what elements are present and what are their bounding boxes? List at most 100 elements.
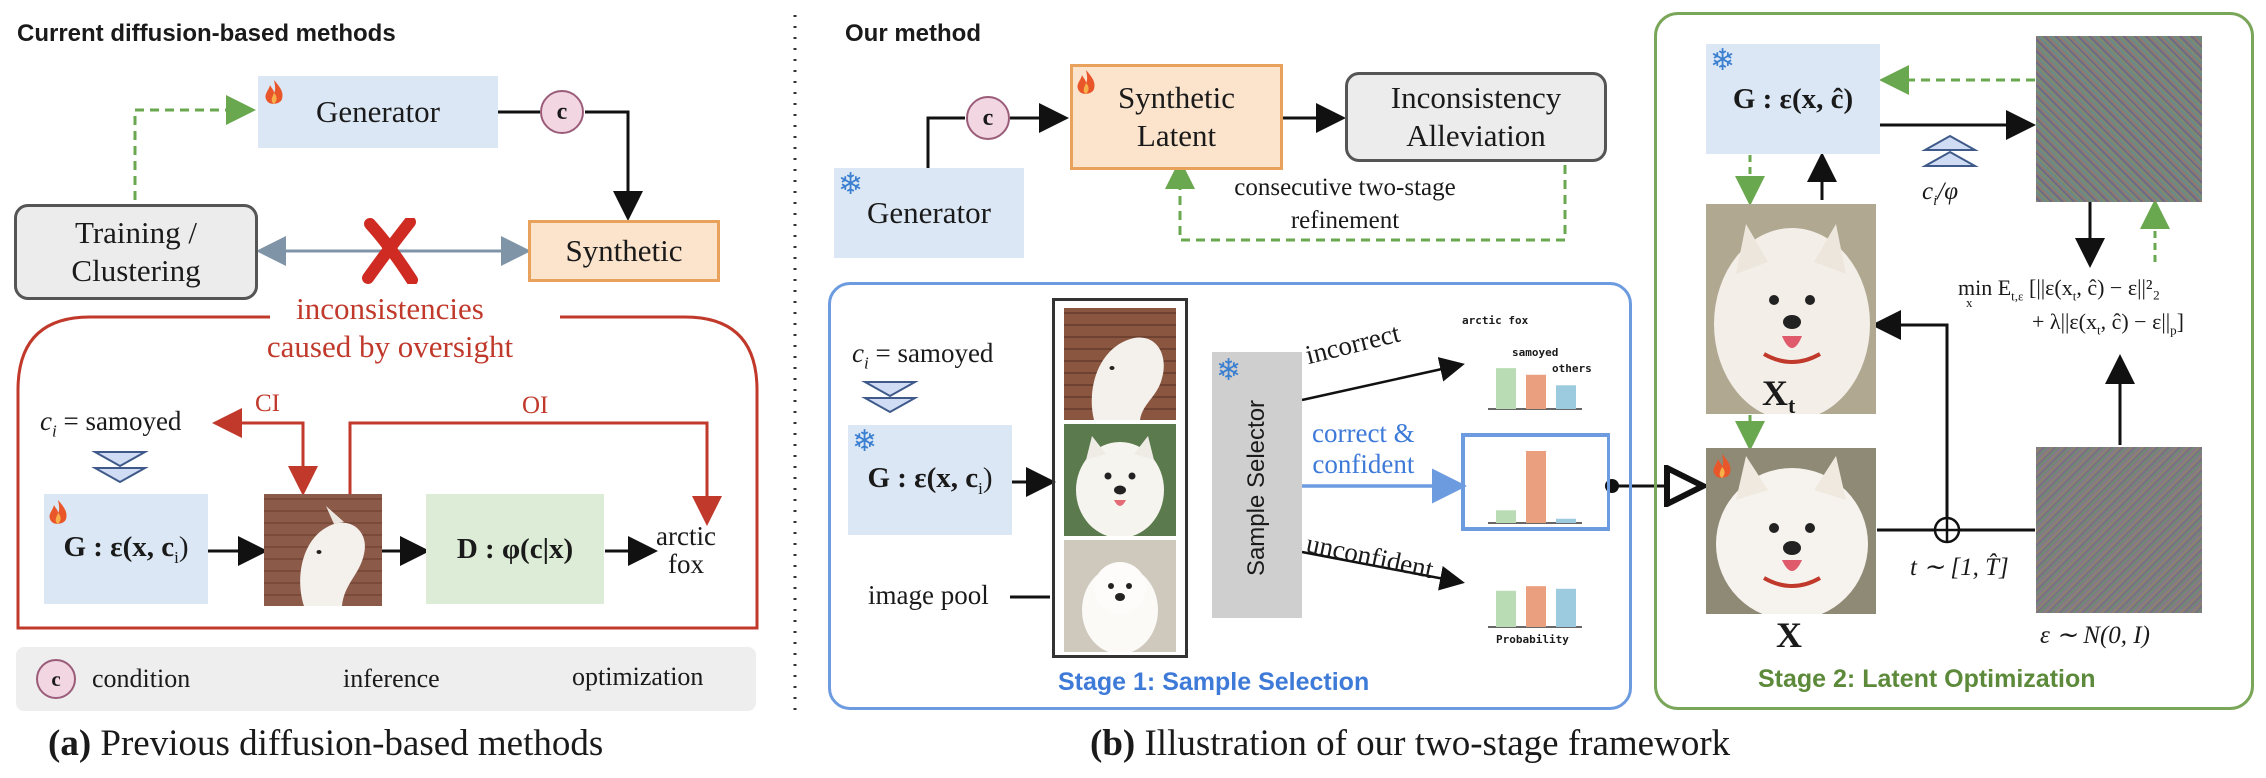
synthetic-latent-label: Synthetic Latent [1117,80,1236,153]
flame-icon [1077,70,1095,94]
histogram-correct-frame [1461,433,1610,531]
left-ci-text: ci = samoyed [40,406,182,441]
x-label: X [1776,615,1802,655]
inconsistency-note: inconsistencies caused by oversight [266,291,514,364]
hist-label-samoyed: samoyed [1512,346,1559,359]
stage1-container [828,282,1632,710]
left-output: arctic fox [656,521,716,580]
red-oversight-curve [16,315,759,630]
inconsistency-alleviation-box: Inconsistency Alleviation [1345,72,1607,162]
training-label: Training / Clustering [71,215,201,288]
stage1-ci-text: ci = samoyed [852,338,994,373]
chevron-icon-stage2 [1921,134,1979,167]
snowflake-icon: ❄ [1216,354,1242,387]
d-formula: D : φ(c|x) [456,532,574,565]
histogram-bar-others [1556,518,1576,523]
histogram-unconfident [1488,586,1582,628]
left-synthetic-box: Synthetic [528,220,720,282]
snowflake-icon: ❄ [852,425,878,458]
histogram-bar-samoyed [1526,451,1546,523]
incorrect-arrow [1301,357,1465,402]
synthetic-latent-box: Synthetic Latent [1070,64,1283,170]
objective: min Et,ε [||ε(xt, ĉ) − ε||²₂ x + λ||ε(xt… [1958,272,2184,340]
eps-label: ε ∼ N(0, I) [2040,622,2150,649]
objective-line-2: + λ||ε(xt, ĉ) − ε||p] [2032,309,2184,338]
histogram-bar-samoyed [1526,374,1546,409]
noise-image-top [2036,36,2202,202]
stage2-g-formula: G : ε(x, ĉ) [1732,82,1854,115]
caption-a: (a) Previous diffusion-based methods [48,723,604,764]
chevron-icon-stage1 [861,381,919,414]
stage2-label: Stage 2: Latent Optimization [1758,665,2096,693]
right-generator-label: Generator [867,195,991,231]
sample-selector-label: Sample Selector [1243,399,1270,577]
sample-selector-box [1212,352,1302,618]
oi-arrow-label: OI [522,392,549,419]
refinement-arrow [1165,159,1567,242]
stage1-g-formula: G : ε(x, ci) [867,461,993,498]
correct-label: correct & confident [1312,418,1415,480]
histogram-bar-others [1556,385,1576,409]
objective-line-1: min Et,ε [||ε(xt, ĉ) − ε||²₂ [1958,275,2161,304]
flame-icon [265,80,283,104]
left-g-box: G : ε(x, ci) [44,494,208,604]
histogram-incorrect [1488,368,1582,410]
generator-to-c-line [926,116,965,168]
histogram-bar-arctic-fox [1496,368,1516,409]
right-condition-icon: c [966,96,1010,140]
legend-optimization: optimization [572,662,704,691]
oi-arrow [348,421,722,526]
plus-to-xt-arrow [1871,310,1949,530]
flame-icon [1713,454,1731,478]
caption-b: (b) Illustration of our two-stage framew… [1090,723,1731,764]
x-image [1706,448,1876,614]
histogram-bar-arctic-fox [1496,590,1516,627]
stage1-label: Stage 1: Sample Selection [1058,668,1370,696]
c-to-synthetic-arrow [585,110,643,221]
refinement-label: consecutive two-stage refinement [1234,174,1456,234]
left-generator-box: Generator [258,76,498,148]
hist-label-probability: Probability [1496,633,1569,646]
inconsistency-alleviation-label: Inconsistency Alleviation [1390,80,1562,153]
histogram-correct [1488,451,1582,524]
d-box: D : φ(c|x) [426,494,604,604]
flame-icon [49,500,67,524]
left-synthetic-label: Synthetic [565,233,683,269]
hist-label-others: others [1552,362,1592,375]
legend-inference: inference [343,664,440,693]
image-pool-label: image pool [868,580,989,610]
left-g-formula: G : ε(x, ci) [63,530,189,567]
right-heading: Our method [845,20,981,47]
left-fox-image [264,494,382,606]
pool-image-1 [1064,308,1176,420]
image-pool-frame [1052,298,1188,658]
right-generator-box: Generator [834,168,1024,258]
histogram-bar-samoyed [1526,586,1546,627]
histograms [1461,368,1610,628]
legend [16,647,756,711]
snowflake-icon: ❄ [838,168,864,201]
legend-condition-icon: c [36,659,76,699]
ci-phi-label: ci/φ [1922,178,1959,209]
legend-condition: condition [92,664,191,693]
left-heading: Current diffusion-based methods [17,20,396,47]
unconfident-arrow [1301,550,1465,591]
chevron-icon-left [91,451,149,484]
left-generator-label: Generator [316,94,440,130]
histogram-bar-arctic-fox [1496,510,1516,523]
ci-arrow-label: CI [255,390,280,417]
stage1-g-box: G : ε(x, ci) [848,425,1012,535]
xt-label: Xt [1762,373,1796,419]
ci-arrow [212,408,305,472]
stage2-container [1654,12,2254,710]
pool-image-3 [1064,540,1176,652]
train-to-generator-arrow [133,95,256,200]
snowflake-icon: ❄ [1710,44,1736,77]
stage2-g-box: G : ε(x, ĉ) [1706,44,1880,154]
pool-image-2 [1064,424,1176,536]
cross-icon [362,218,418,284]
hist-label-arctic-fox: arctic fox [1462,314,1529,327]
noise-image-bottom [2036,447,2202,613]
histogram-bar-others [1556,588,1576,627]
t-range-label: t ∼ [1, T̂] [1910,554,2009,581]
